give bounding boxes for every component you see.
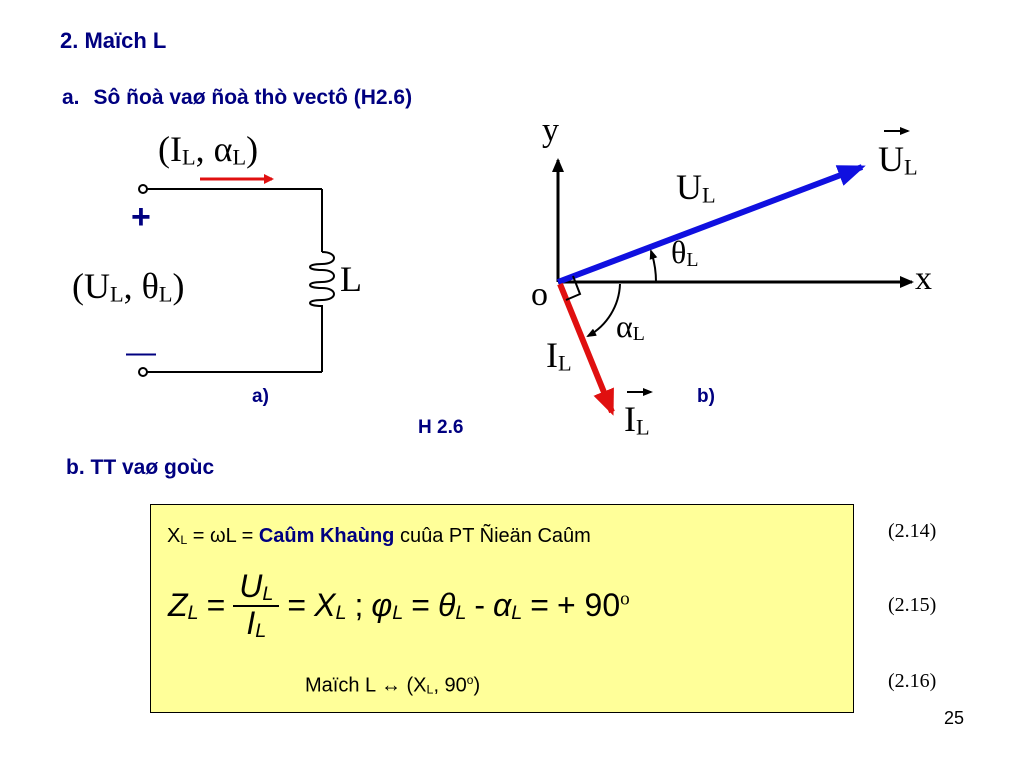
alpha-arc	[586, 283, 621, 337]
inductor-coil-icon	[309, 251, 335, 312]
formula-box	[150, 504, 854, 713]
section-a-text: Sô ñoà vaø ñoà thò vectô (H2.6)	[93, 86, 413, 109]
equation-number-2-15: (2.15)	[888, 594, 937, 616]
u-vector-label: UL	[878, 139, 918, 180]
x-axis-label: x	[915, 260, 932, 297]
section-b-heading: b. TT vaø goùc	[66, 456, 215, 479]
impedance-fraction: UL IL	[233, 569, 280, 642]
voltage-phasor	[556, 164, 866, 285]
equation-number-2-16: (2.16)	[888, 670, 937, 692]
alpha-label: αL	[616, 308, 645, 345]
caption-a: a)	[252, 386, 269, 407]
figure-caption: H 2.6	[418, 417, 464, 438]
plus-sign: +	[131, 198, 151, 236]
theta-label: θL	[671, 234, 699, 271]
page-number: 25	[943, 708, 964, 728]
caption-b: b)	[697, 386, 715, 407]
circuit-current-label: (IL, αL)	[158, 129, 259, 170]
right-angle-mark	[565, 275, 582, 301]
bottom-terminal	[138, 367, 148, 377]
reactance-term: Caûm Khaùng	[258, 525, 395, 547]
top-terminal	[138, 184, 148, 194]
reactance-definition: XL = ωL = Caûm Khaùng cuûa PT Ñieän Caûm	[167, 525, 591, 547]
y-axis-label: y	[542, 112, 559, 149]
minus-sign: —	[126, 336, 156, 369]
section-a-number: a.	[62, 86, 80, 109]
slide-heading: 2. Maïch L	[60, 28, 167, 53]
circuit-summary: Maïch L ↔ (XL, 90o)	[305, 673, 481, 697]
circuit-voltage-label: (UL, θL)	[72, 266, 185, 307]
current-phasor	[557, 282, 615, 416]
section-a-heading: a. Sô ñoà vaø ñoà thò vectô (H2.6)	[62, 86, 412, 110]
i-magnitude-label: IL	[546, 335, 572, 376]
equation-number-2-14: (2.14)	[888, 520, 937, 542]
origin-label: o	[531, 276, 548, 313]
i-vector-label: IL	[624, 399, 650, 440]
u-magnitude-label: UL	[676, 167, 716, 208]
theta-arc	[649, 249, 658, 283]
main-equation: ZL = UL IL = XL ; φL = θL - αL = + 90o	[168, 568, 630, 642]
inductor-label: L	[340, 259, 362, 299]
